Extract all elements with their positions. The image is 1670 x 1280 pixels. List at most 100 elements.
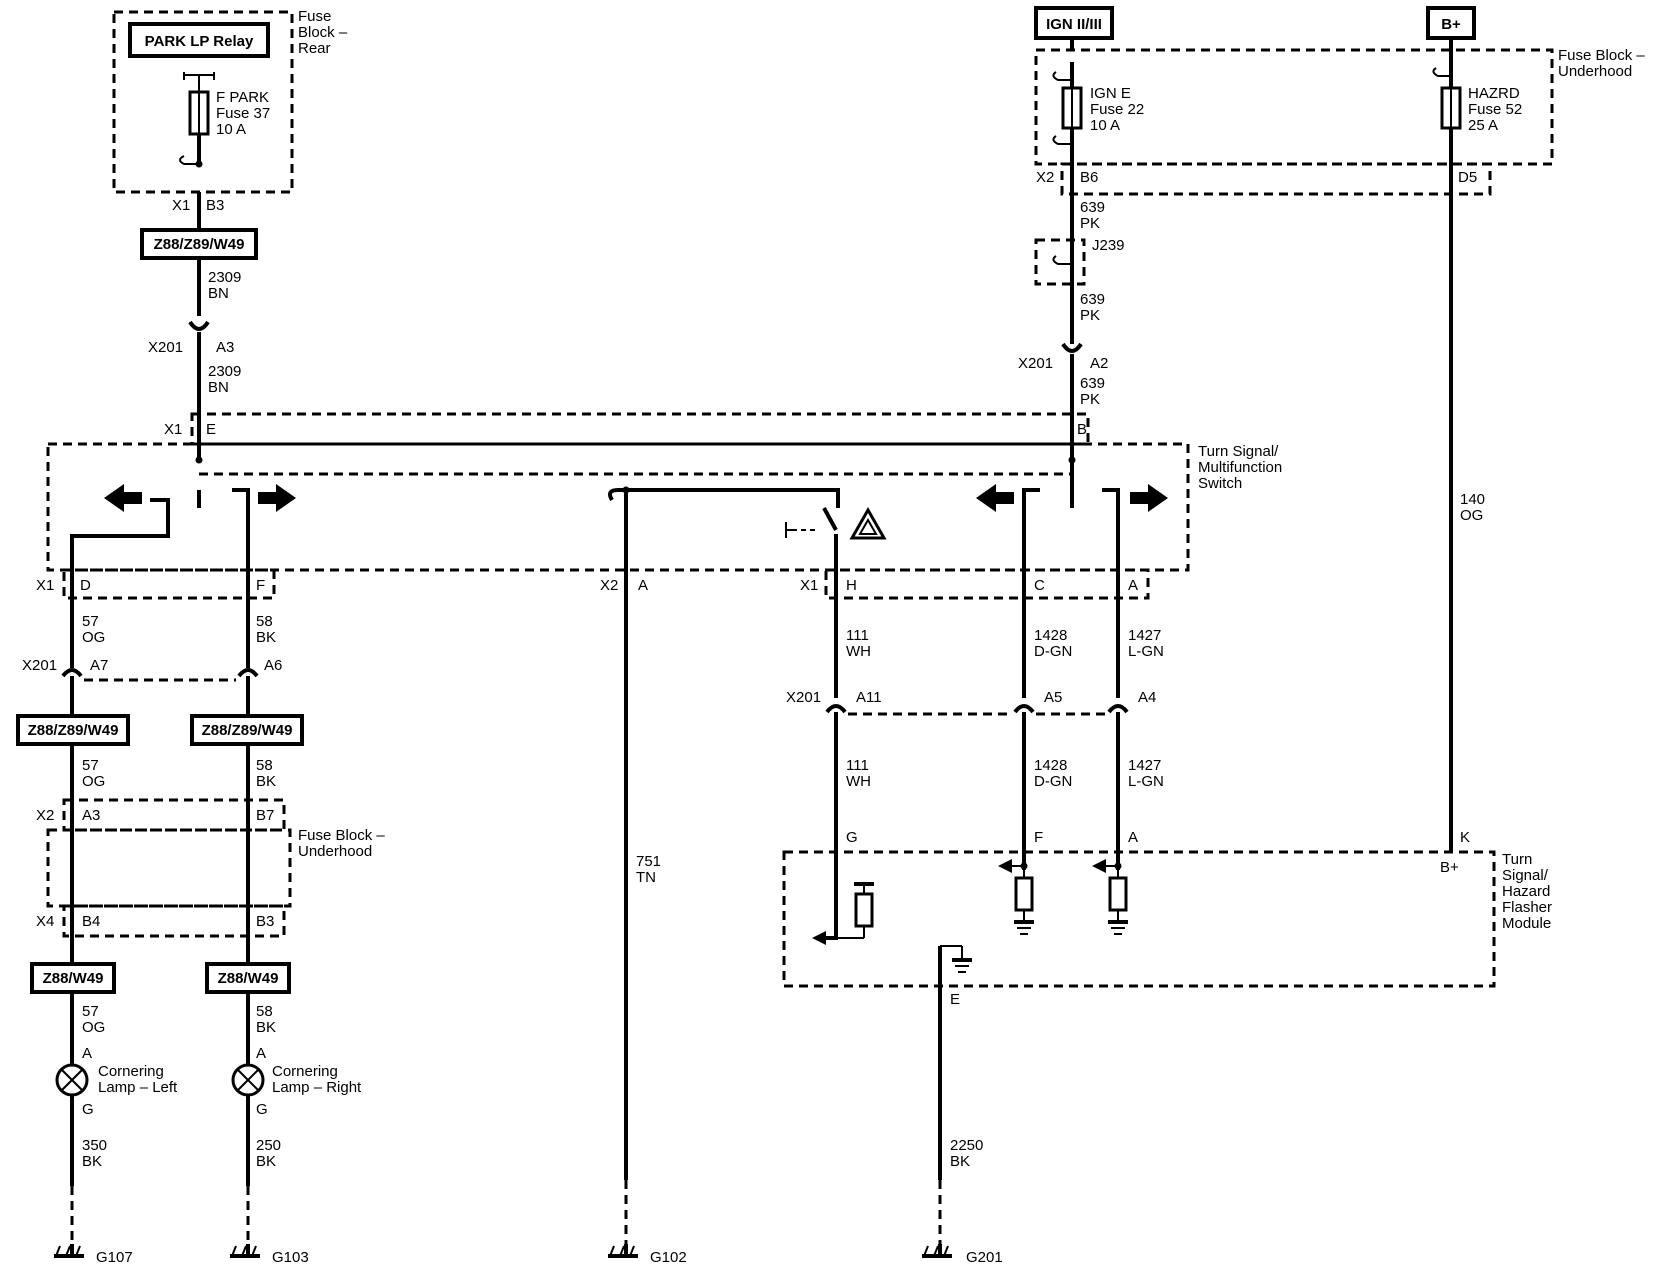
wire-1428-color-a: D-GN	[1034, 643, 1072, 660]
fuse-block-rear-label-3: Rear	[298, 40, 331, 57]
flasher-module-outline	[782, 850, 1496, 988]
option-box-right-label: Z88/Z89/W49	[202, 722, 293, 739]
underhood-x2-top-outline	[1060, 162, 1492, 196]
pin-b4-label: B4	[82, 913, 100, 930]
wire-111-color-a: WH	[846, 643, 871, 660]
option-box-left	[16, 714, 130, 746]
wire-57-color-a: OG	[82, 629, 105, 646]
pin-a7-label: A7	[90, 657, 108, 674]
wire-111-color-b: WH	[846, 773, 871, 790]
lamp-left-icon	[55, 1063, 89, 1097]
wire-1427-circuit-a: 1427	[1128, 627, 1161, 644]
pin-c-label: C	[1034, 577, 1045, 594]
fuse-block-underhood-top-label-1: Fuse Block –	[1558, 47, 1645, 64]
ground-g107-icon	[54, 1244, 84, 1258]
pin-a-label: A	[1128, 577, 1138, 594]
x201-a2-conn-label: X201	[1018, 355, 1053, 372]
lamp-right-icon	[231, 1063, 265, 1097]
wire-111-circuit-a: 111	[846, 627, 869, 644]
fuse-37-label-2: Fuse 37	[216, 105, 270, 122]
wire-57-color-c: OG	[82, 1019, 105, 1036]
fuse-52-label-3: 25 A	[1468, 117, 1498, 134]
lamp-left-pin-g: G	[82, 1101, 94, 1118]
x201-a11-connector	[825, 704, 847, 714]
x201-a6-connector	[237, 668, 259, 678]
underhood-x4-outline	[62, 904, 286, 938]
wire-639-color-a: PK	[1080, 215, 1100, 232]
fuse-block-underhood-lower-label-2: Underhood	[298, 843, 372, 860]
wire-1428-circuit-b: 1428	[1034, 757, 1067, 774]
wire-57-circuit-b: 57	[82, 757, 99, 774]
bottom-x1-right-label: X1	[800, 577, 818, 594]
x201-a4-connector	[1107, 704, 1129, 714]
fuse-22-label-2: Fuse 22	[1090, 101, 1144, 118]
ground-g201-icon	[922, 1244, 952, 1258]
wire-58-circuit-b: 58	[256, 757, 273, 774]
wire-639-circuit-b: 639	[1080, 291, 1105, 308]
lamp-right-label-2: Lamp – Right	[272, 1079, 362, 1096]
wire-57-color-b: OG	[82, 773, 105, 790]
wire-2250-circuit: 2250	[950, 1137, 983, 1154]
flasher-label-3: Hazard	[1502, 883, 1550, 900]
underhood-lower-x2-label: X2	[36, 807, 54, 824]
wire-111-circuit-b: 111	[846, 757, 869, 774]
wire-58-color-b: BK	[256, 773, 276, 790]
relay-contact-symbol	[183, 72, 215, 92]
option-box-right2-label: Z88/W49	[218, 970, 279, 987]
fuse-37-label-3: 10 A	[216, 121, 246, 138]
pin-b7-label: B7	[256, 807, 274, 824]
option-box-top	[140, 228, 258, 260]
wire-58-color-a: BK	[256, 629, 276, 646]
turn-signal-switch-outline	[46, 442, 1190, 572]
fuse-block-underhood-lower-outline	[46, 828, 292, 908]
flasher-pin-k: K	[1460, 829, 1470, 846]
turn-switch-label-2: Multifunction	[1198, 459, 1282, 476]
wire-250-circuit: 250	[256, 1137, 281, 1154]
hazard-triangle-icon	[849, 506, 887, 540]
wire-57-circuit-c: 57	[82, 1003, 99, 1020]
switch-x1-bottom-left	[62, 568, 276, 600]
flasher-input-g-circuit	[812, 882, 874, 945]
wire-58-color-c: BK	[256, 1019, 276, 1036]
x201-right-conn-label: X201	[786, 689, 821, 706]
turn-switch-label-3: Switch	[1198, 475, 1242, 492]
ground-g103-label: G103	[272, 1249, 309, 1266]
option-box-left-label: Z88/Z89/W49	[28, 722, 119, 739]
right-arrow-icon	[258, 484, 296, 512]
ground-g103-icon	[230, 1244, 260, 1258]
turn-switch-label-1: Turn Signal/	[1198, 443, 1279, 460]
ign-source-label: IGN II/III	[1046, 16, 1102, 33]
wire-350-circuit: 350	[82, 1137, 107, 1154]
wire-751-circuit: 751	[636, 853, 661, 870]
option-box-left2	[30, 962, 116, 994]
pin-b3-lower-label: B3	[256, 913, 274, 930]
flasher-ground-e	[938, 945, 972, 1180]
switch-x1-bottom-right	[824, 568, 1150, 600]
wire-1428-circuit-a: 1428	[1034, 627, 1067, 644]
fuse-22-label-3: 10 A	[1090, 117, 1120, 134]
wire-2250-color: BK	[950, 1153, 970, 1170]
splice-j239-outline	[1034, 238, 1086, 286]
lamp-right-pin-a: A	[256, 1045, 266, 1062]
wire-140-color: OG	[1460, 507, 1483, 524]
wire-751-color: TN	[636, 869, 656, 886]
wire-250-color: BK	[256, 1153, 276, 1170]
pin-a6-label: A6	[264, 657, 282, 674]
x201-lower-left-label: X201	[22, 657, 57, 674]
right-arrow-icon-right	[1130, 484, 1168, 512]
fuse-22-label-1: IGN E	[1090, 85, 1131, 102]
pin-b3-label: B3	[206, 197, 224, 214]
wire-58-circuit-c: 58	[256, 1003, 273, 1020]
wire-2309-color-b: BN	[208, 379, 229, 396]
fuse-52-label-1: HAZRD	[1468, 85, 1520, 102]
wire-639-circuit-c: 639	[1080, 375, 1105, 392]
underhood-x2-top-label: X2	[1036, 169, 1054, 186]
fuse-52-label-2: Fuse 52	[1468, 101, 1522, 118]
park-lp-relay-label: PARK LP Relay	[145, 33, 254, 50]
x1-connector-label: X1	[172, 197, 190, 214]
hazard-switch-blade	[822, 507, 838, 531]
pin-b6-label: B6	[1080, 169, 1098, 186]
fuse-37-label-1: F PARK	[216, 89, 269, 106]
flasher-label-2: Signal/	[1502, 867, 1549, 884]
